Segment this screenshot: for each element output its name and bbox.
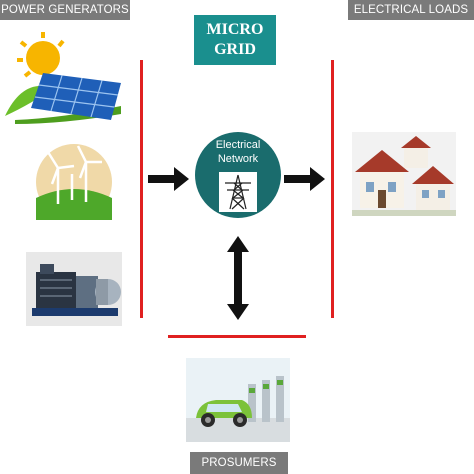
- houses-icon: [352, 132, 456, 216]
- load-bus-line: [331, 60, 334, 318]
- wind-turbine-icon: [36, 144, 112, 220]
- bidirectional-arrow-icon: [227, 236, 249, 320]
- electrical-loads-label: ELECTRICAL LOADS: [353, 4, 469, 16]
- power-generators-tag: POWER GENERATORS: [0, 0, 130, 20]
- generator-bus-line: [140, 60, 143, 318]
- prosumer-bus-line: [168, 335, 306, 338]
- network-line2: Network: [217, 153, 259, 165]
- transmission-tower-icon: [219, 172, 257, 212]
- generator-icon: [26, 252, 122, 326]
- prosumers-tag: PROSUMERS: [190, 452, 288, 474]
- network-line1: Electrical: [215, 139, 261, 151]
- solar-panel-icon: [5, 32, 121, 124]
- electrical-loads-tag: ELECTRICAL LOADS: [348, 0, 474, 20]
- power-generators-label: POWER GENERATORS: [1, 4, 129, 16]
- electric-vehicle-charging-icon: [186, 358, 290, 442]
- electrical-network-label: Electrical Network: [195, 138, 281, 166]
- arrow-to-network-icon: [148, 167, 189, 191]
- title-line1: MICRO: [206, 21, 264, 38]
- prosumers-label: PROSUMERS: [201, 457, 277, 469]
- arrow-to-loads-icon: [284, 167, 325, 191]
- title-line2: GRID: [214, 41, 256, 58]
- micro-grid-title: MICRO GRID: [194, 15, 276, 65]
